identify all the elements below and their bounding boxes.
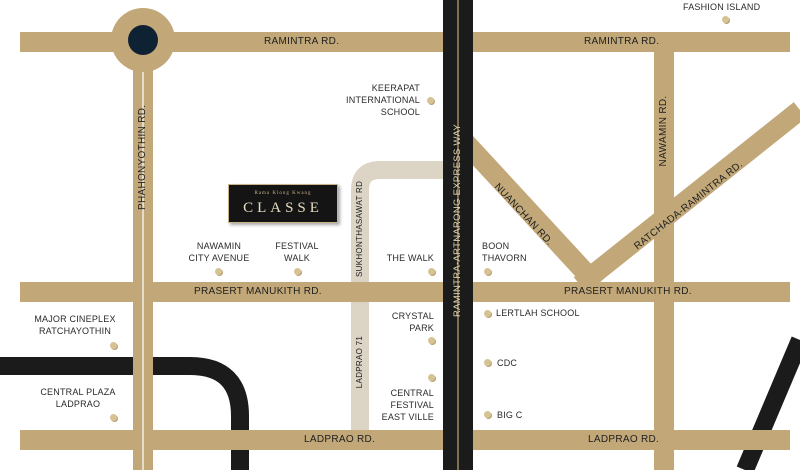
landmark-major-cineplex: MAJOR CINEPLEX RATCHAYOTHIN [34,313,115,337]
landmark-keerapat-line1: KEERAPAT [371,83,420,93]
landmark-dot [484,268,491,275]
project-logo: Rama Klong Kwang CLASSE [228,184,338,223]
label-ladprao71: LADPRAO 71 [355,335,364,389]
landmark-fashion-island: FASHION ISLAND [683,1,760,13]
rail-line-left [0,357,249,470]
label-phahonyothin: PHAHONYOTHIN RD. [137,104,148,210]
landmark-central-plaza-line2: LADPRAO [55,399,101,409]
landmark-dot [484,411,491,418]
landmark-dot [427,97,434,104]
landmark-central-plaza-line1: CENTRAL PLAZA [40,387,116,397]
rail-line-right [736,336,800,470]
landmark-festival-walk: FESTIVAL WALK [275,240,318,264]
landmark-boon-thavorn-line2: THAVORN [482,253,527,263]
landmark-dot [484,310,491,317]
landmark-dot [428,374,435,381]
roundabout-center [128,25,158,55]
ratchada-ramintra-road-shape [573,102,800,293]
landmark-central-festival-line3: EAST VILLE [381,412,434,422]
landmark-big-c-label: BIG C [497,410,523,420]
landmark-dot [110,414,117,421]
landmark-major-line1: MAJOR CINEPLEX [34,314,116,324]
sukhonthasawat-road-shape [351,161,450,440]
landmark-dot [215,268,222,275]
logo-name: CLASSE [243,200,323,216]
landmark-keerapat-line3: SCHOOL [380,107,420,117]
landmark-festival-walk-line1: FESTIVAL [275,241,319,251]
landmark-keerapat: KEERAPAT INTERNATIONAL SCHOOL [330,82,420,118]
landmark-the-walk-label: THE WALK [386,253,434,263]
landmark-the-walk: THE WALK [364,252,434,264]
landmark-nawamin-city: NAWAMIN CITY AVENUE [189,240,250,264]
landmark-big-c: BIG C [497,409,523,421]
landmark-major-line2: RATCHAYOTHIN [38,326,112,336]
landmark-nawamin-city-line1: NAWAMIN [196,241,242,251]
logo-tagline: Rama Klong Kwang [254,191,312,196]
label-prasert-right: PRASERT MANUKITH RD. [564,286,692,297]
landmark-cdc: CDC [497,357,517,369]
nuanchan-road-shape [457,135,605,292]
label-nawamin: NAWAMIN RD. [658,95,669,167]
landmark-crystal-line1: CRYSTAL [391,311,434,321]
landmark-dot [428,337,435,344]
label-expressway: RAMINTRA-ARTNARONG EXPRESS WAY [452,123,463,317]
landmark-boon-thavorn: BOON THAVORN [482,240,527,264]
landmark-crystal-park: CRYSTAL PARK [364,310,434,334]
landmark-dot [294,268,301,275]
landmark-central-festival-line2: FESTIVAL [390,400,434,410]
landmark-lertlah-label: LERTLAH SCHOOL [496,308,580,318]
landmark-crystal-line2: PARK [409,323,434,333]
landmark-dot [428,268,435,275]
label-ladprao-left: LADPRAO RD. [304,434,376,445]
landmark-central-festival-line1: CENTRAL [390,388,434,398]
label-ramintra-right: RAMINTRA RD. [584,36,660,47]
landmark-nawamin-city-line2: CITY AVENUE [188,253,250,263]
label-prasert-left: PRASERT MANUKITH RD. [194,286,322,297]
landmark-keerapat-line2: INTERNATIONAL [346,95,420,105]
landmark-dot [110,342,117,349]
landmark-central-plaza: CENTRAL PLAZA LADPRAO [40,386,115,410]
landmark-dot [722,16,729,23]
label-ramintra-left: RAMINTRA RD. [264,36,340,47]
landmark-fashion-island-label: FASHION ISLAND [683,2,761,12]
landmark-lertlah: LERTLAH SCHOOL [496,307,580,319]
landmark-central-festival: CENTRAL FESTIVAL EAST VILLE [354,387,434,423]
landmark-dot [484,359,491,366]
landmark-cdc-label: CDC [497,358,518,368]
label-ladprao-right: LADPRAO RD. [588,434,660,445]
landmark-festival-walk-line2: WALK [284,253,310,263]
landmark-boon-thavorn-line1: BOON [482,241,510,251]
